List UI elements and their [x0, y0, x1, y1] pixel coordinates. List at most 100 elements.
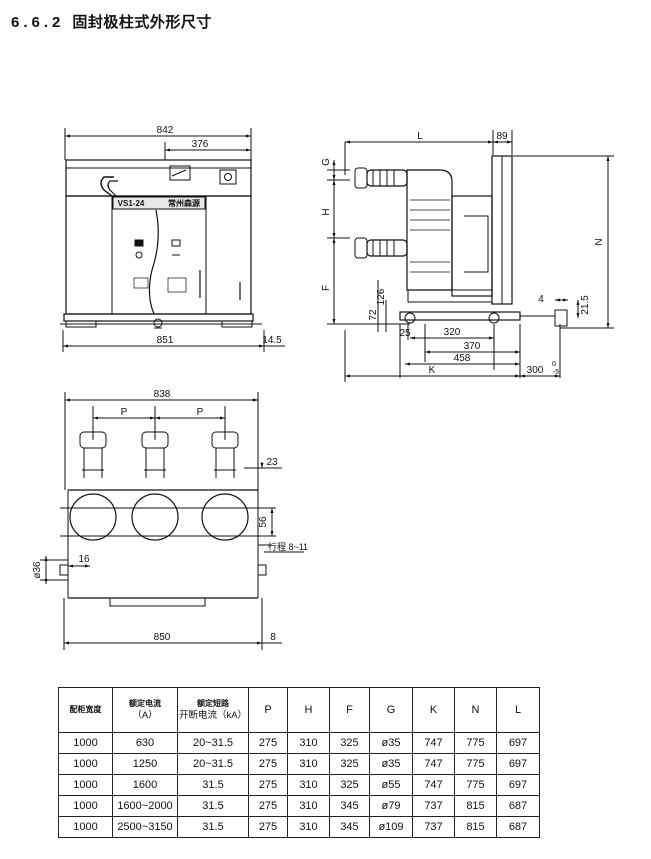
- side-view: [327, 130, 614, 382]
- side-dim-F: F: [321, 285, 332, 291]
- front-view-labels: 842 376 851 14.5 VS1-24 常州森源: [118, 125, 283, 346]
- side-dim-21-5: 21.5: [580, 295, 591, 315]
- top-view-labels: 838 P P 23 56 行程 8~11 ø36 16 850 8: [32, 389, 308, 643]
- top-view: [40, 392, 304, 650]
- table-cell: 747: [412, 753, 455, 775]
- table-cell: 2500~3150: [112, 816, 178, 838]
- section-heading: 6.6.2 固封极柱式外形尺寸: [11, 11, 212, 32]
- side-dim-370: 370: [464, 341, 481, 352]
- side-dim-89: 89: [496, 131, 508, 142]
- header-P: P: [248, 687, 288, 733]
- table-cell: 275: [248, 732, 288, 754]
- table-cell: 275: [248, 753, 288, 775]
- table-cell: 310: [287, 795, 330, 817]
- top-dim-8: 8: [270, 632, 276, 643]
- table-cell: 687: [496, 795, 540, 817]
- section-title: 固封极柱式外形尺寸: [72, 14, 212, 31]
- pole-2: [131, 431, 179, 541]
- top-dim-56: 56: [258, 516, 269, 528]
- table-cell: 275: [248, 816, 288, 838]
- table-cell: 1600~2000: [112, 795, 178, 817]
- top-dim-850: 850: [154, 632, 171, 643]
- side-dim-L: L: [417, 131, 423, 142]
- side-dim-126: 126: [376, 288, 387, 305]
- table-cell: 325: [329, 753, 370, 775]
- table-row: 1000 1600 31.5 275 310 325 ø55 747 775 6…: [58, 774, 540, 796]
- table-cell: ø79: [369, 795, 413, 817]
- side-dim-G: G: [321, 158, 332, 166]
- table-cell: 697: [496, 732, 540, 754]
- table-row: 1000 1600~2000 31.5 275 310 345 ø79 737 …: [58, 795, 540, 817]
- top-dim-P1: P: [121, 407, 128, 418]
- side-dim-25: 25: [399, 328, 411, 339]
- section-number: 6.6.2: [11, 14, 65, 31]
- table-cell: ø55: [369, 774, 413, 796]
- top-dim-36: ø36: [32, 561, 43, 579]
- front-dim-842: 842: [157, 125, 174, 136]
- table-cell: 1000: [58, 774, 113, 796]
- table-cell: 31.5: [177, 816, 249, 838]
- table-cell: 275: [248, 774, 288, 796]
- table-cell: 815: [454, 795, 497, 817]
- pole-1: [69, 431, 117, 541]
- table-row: 1000 1250 20~31.5 275 310 325 ø35 747 77…: [58, 753, 540, 775]
- table-cell: 310: [287, 816, 330, 838]
- table-cell: 630: [112, 732, 178, 754]
- side-view-labels: L 89 G H F N 72 126 4 21.5 25 320 370 45…: [321, 131, 605, 376]
- side-dim-tol-lower: -5: [553, 369, 559, 376]
- spec-table-header: 配柜宽度 额定电流（A） 额定短路开断电流（kA） P H F G K N L: [58, 687, 540, 733]
- table-row: 1000 2500~3150 31.5 275 310 345 ø109 737…: [58, 816, 540, 838]
- table-cell: 310: [287, 753, 330, 775]
- table-cell: 275: [248, 795, 288, 817]
- pole-3: [201, 431, 249, 541]
- header-G: G: [369, 687, 413, 733]
- table-cell: 31.5: [177, 774, 249, 796]
- table-cell: 1600: [112, 774, 178, 796]
- table-cell: 815: [454, 816, 497, 838]
- table-cell: 310: [287, 732, 330, 754]
- table-cell: 20~31.5: [177, 753, 249, 775]
- header-F: F: [329, 687, 370, 733]
- header-L: L: [496, 687, 540, 733]
- front-dim-376: 376: [192, 139, 209, 150]
- side-dim-4: 4: [538, 294, 544, 305]
- side-dim-tol-upper: 0: [552, 361, 556, 368]
- front-nameplate-maker: 常州森源: [168, 198, 200, 208]
- front-top-frame: [65, 159, 252, 197]
- table-cell: 310: [287, 774, 330, 796]
- table-cell: 775: [454, 753, 497, 775]
- table-cell: ø35: [369, 732, 413, 754]
- table-cell: 697: [496, 753, 540, 775]
- side-dim-N: N: [594, 238, 605, 245]
- front-dim-851: 851: [157, 335, 174, 346]
- side-dim-K: K: [429, 365, 436, 376]
- side-dim-300: 300: [527, 365, 544, 376]
- table-cell: 1250: [112, 753, 178, 775]
- table-row: 1000 630 20~31.5 275 310 325 ø35 747 775…: [58, 732, 540, 754]
- front-dim-14-5: 14.5: [262, 335, 282, 346]
- side-dim-458: 458: [454, 353, 471, 364]
- table-cell: 775: [454, 732, 497, 754]
- table-cell: 737: [412, 795, 455, 817]
- header-rated-current: 额定电流（A）: [112, 687, 178, 733]
- side-dim-320: 320: [444, 327, 461, 338]
- top-dim-16: 16: [78, 554, 90, 565]
- table-cell: 345: [329, 816, 370, 838]
- table-cell: 697: [496, 774, 540, 796]
- table-cell: 31.5: [177, 795, 249, 817]
- spec-table: 配柜宽度 额定电流（A） 额定短路开断电流（kA） P H F G K N L …: [58, 687, 540, 838]
- top-dim-838: 838: [154, 389, 171, 400]
- top-dim-stroke: 行程 8~11: [268, 541, 308, 552]
- front-body: [65, 195, 252, 315]
- table-cell: 687: [496, 816, 540, 838]
- front-nameplate-strip: [112, 196, 206, 210]
- side-dim-H: H: [321, 208, 332, 215]
- header-H: H: [287, 687, 330, 733]
- table-cell: 737: [412, 816, 455, 838]
- table-cell: ø109: [369, 816, 413, 838]
- header-N: N: [454, 687, 497, 733]
- table-cell: 325: [329, 774, 370, 796]
- table-cell: 1000: [58, 795, 113, 817]
- front-view: [60, 128, 285, 352]
